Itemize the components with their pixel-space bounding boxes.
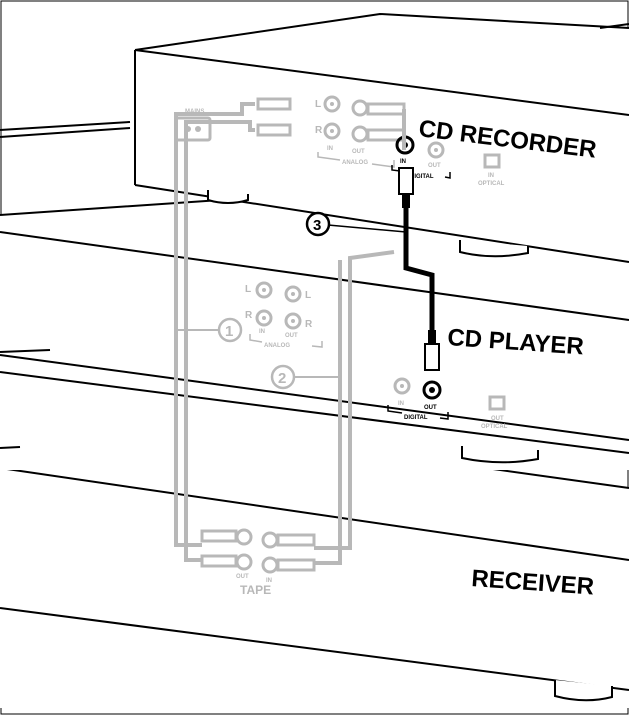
background-layers	[0, 121, 131, 449]
player-l-right-label: L	[305, 290, 311, 301]
cd-recorder-foot-right	[459, 240, 529, 258]
recorder-optical-in-port	[483, 153, 501, 169]
receiver-front-bottom-edge	[0, 607, 629, 691]
recorder-optical-in-label: IN	[488, 173, 494, 179]
player-analog-in-l-jack	[255, 281, 273, 299]
receiver-foot	[554, 680, 613, 702]
player-in-label: IN	[259, 329, 265, 335]
player-digital-in-label: IN	[398, 401, 404, 407]
player-r-right-label: R	[305, 319, 313, 330]
recorder-optical-label: OPTICAL	[478, 181, 505, 187]
player-analog-label: ANALOG	[264, 343, 290, 349]
recorder-digital-in-label: IN	[400, 159, 406, 165]
recorder-analog-in-r-jack	[323, 122, 341, 140]
player-analog-out-r-jack	[284, 312, 302, 330]
cd-player-unit: CD PLAYER	[0, 196, 629, 470]
recorder-l-label: L	[315, 99, 321, 110]
recorder-r-label: R	[315, 125, 323, 136]
callout-3: 3	[305, 211, 407, 237]
player-optical-out-port	[488, 395, 506, 411]
player-r-left-label: R	[245, 310, 253, 321]
player-digital-out-jack	[422, 380, 442, 400]
callout-2: 2	[270, 364, 340, 390]
recorder-digital-out-label: OUT	[428, 163, 441, 169]
cd-player-foot	[461, 446, 539, 464]
player-analog-in-r-jack	[255, 309, 273, 327]
cd-recorder-top-edge	[134, 12, 629, 51]
grey-cable-1	[174, 97, 292, 562]
receiver-front-top-edge	[0, 467, 629, 561]
player-optical-out-label: OUT	[491, 416, 504, 422]
callout-2-label: 2	[278, 370, 286, 387]
recorder-digital-label: DIGITAL	[410, 174, 434, 180]
grey-cable-2	[314, 109, 406, 565]
receiver-rear-panel: OUT IN TAPE	[200, 528, 316, 597]
receiver-out-label: OUT	[236, 574, 249, 580]
recorder-analog-in-l-jack	[323, 95, 341, 113]
player-rear-panel: L L R R IN OUT ANALOG IN OUT DIGITAL OUT…	[245, 281, 508, 430]
recorder-digital-out-jack	[427, 141, 445, 159]
recorder-in-label: IN	[327, 146, 333, 152]
cd-recorder-foot-left	[207, 190, 249, 204]
receiver-tape-label: TAPE	[240, 583, 271, 597]
player-optical-label: OPTICAL	[481, 424, 508, 430]
player-digital-label: DIGITAL	[404, 415, 428, 421]
player-digital-in-jack	[393, 377, 411, 395]
player-l-left-label: L	[245, 284, 251, 295]
recorder-out-label: OUT	[352, 149, 365, 155]
player-digital-out-label: OUT	[424, 405, 437, 411]
digital-cable-3	[398, 167, 440, 371]
player-out-label: OUT	[285, 333, 298, 339]
recorder-analog-label: ANALOG	[342, 160, 368, 166]
callout-1-label: 1	[225, 323, 233, 340]
player-analog-out-l-jack	[284, 285, 302, 303]
callout-1: 1	[176, 317, 243, 343]
receiver-in-label: IN	[266, 578, 272, 584]
cd-recorder-front-top-edge	[134, 49, 629, 116]
cd-player-front-top-edge	[0, 231, 629, 321]
callout-3-label: 3	[313, 217, 321, 234]
